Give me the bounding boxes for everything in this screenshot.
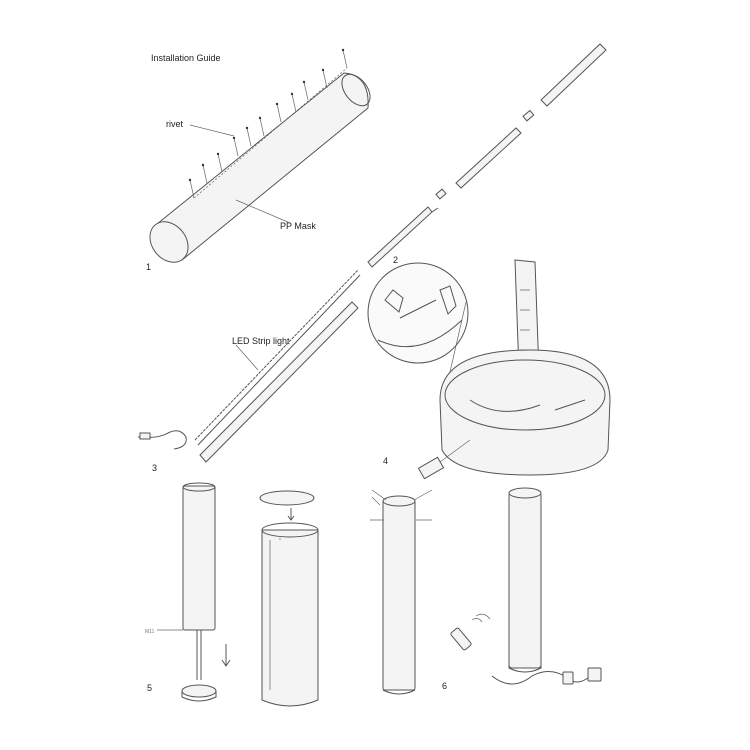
led-strip-label: LED Strip light bbox=[232, 336, 290, 346]
guide-title: Installation Guide bbox=[151, 53, 221, 63]
step-2-channel-segments bbox=[367, 43, 607, 268]
step-1-number: 1 bbox=[146, 262, 152, 272]
pp-mask-label: PP Mask bbox=[280, 221, 316, 231]
remote-control-icon bbox=[450, 613, 491, 651]
step-3-led-strip bbox=[137, 269, 361, 463]
rivet-label: rivet bbox=[166, 119, 184, 129]
step-5-number: 5 bbox=[147, 683, 153, 693]
step-3-number: 3 bbox=[152, 463, 158, 473]
step-4-number: 4 bbox=[383, 456, 389, 466]
step-6-number: 6 bbox=[442, 681, 448, 691]
remote-tag-label: M11 bbox=[145, 629, 155, 635]
step-5-tube-assembly bbox=[157, 482, 319, 707]
rivet-icons bbox=[188, 48, 348, 199]
step-4-base-assembly bbox=[417, 259, 611, 480]
step-6-finished-lamps bbox=[370, 487, 602, 695]
step-1-pp-mask-tube bbox=[149, 48, 371, 263]
detail-magnifier bbox=[367, 262, 469, 373]
step-2-number: 2 bbox=[393, 255, 399, 265]
